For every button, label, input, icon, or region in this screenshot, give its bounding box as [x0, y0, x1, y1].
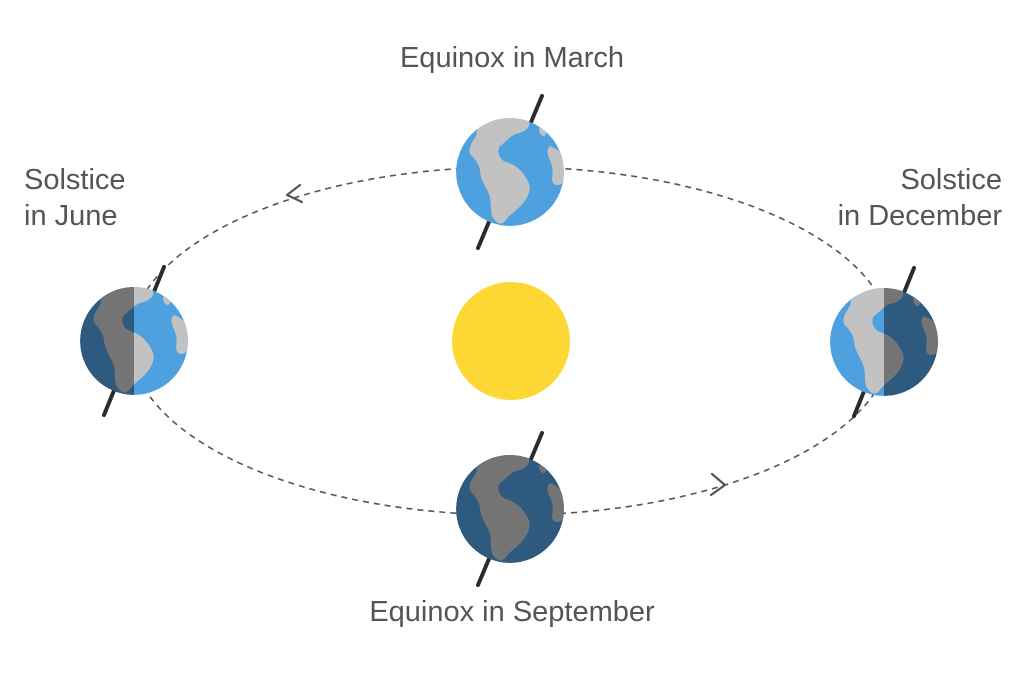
sun: [452, 282, 570, 400]
label-equinox-september: Equinox in September: [369, 596, 655, 628]
earth-march-equinox: [456, 94, 564, 250]
label-solstice-december-line2: in December: [837, 200, 1002, 232]
orbit-direction-arrow-bottom: [709, 472, 727, 497]
earth-december-solstice: [830, 266, 938, 418]
label-solstice-december: Solstice in December: [838, 162, 1002, 234]
label-solstice-june-line1: Solstice: [24, 164, 126, 196]
label-equinox-march: Equinox in March: [399, 42, 625, 74]
label-solstice-december-line1: Solstice: [900, 164, 1002, 196]
orbit-direction-arrow-top: [285, 183, 304, 204]
earth-june-solstice: [80, 265, 188, 417]
earth-september-equinox: [456, 431, 564, 587]
label-solstice-june-line2: in June: [24, 200, 118, 232]
label-solstice-june: Solstice in June: [24, 162, 126, 234]
